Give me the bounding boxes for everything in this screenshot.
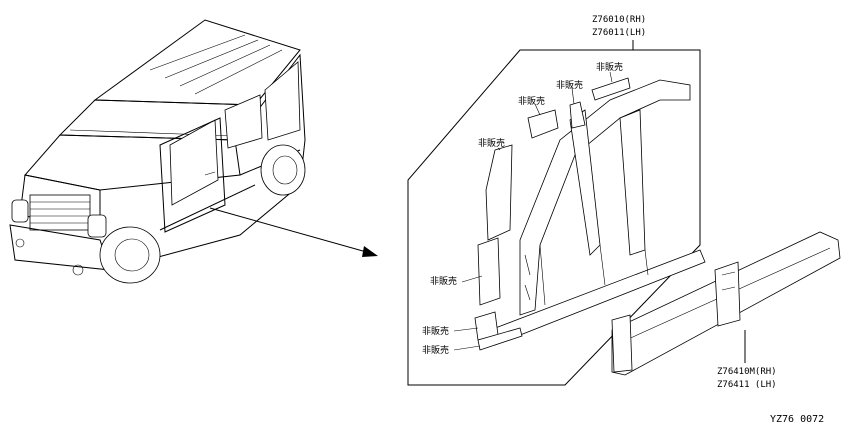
leader-lines xyxy=(453,71,613,351)
not-for-sale-label-4: 非販売 xyxy=(478,137,505,149)
not-for-sale-label-5: 非販売 xyxy=(430,275,457,287)
arrow-icon xyxy=(209,207,378,257)
pillar-part-number-lh: Z76011(LH) xyxy=(592,28,646,38)
not-for-sale-label-6: 非販売 xyxy=(422,325,449,337)
small-part-2 xyxy=(569,101,586,129)
vehicle-illustration xyxy=(9,19,306,284)
not-for-sale-label-1: 非販売 xyxy=(596,61,623,73)
small-part-1 xyxy=(591,77,631,101)
pillar-part-number-rh: Z76010(RH) xyxy=(592,15,646,25)
not-for-sale-label-3: 非販売 xyxy=(518,95,545,107)
not-for-sale-label-2: 非販売 xyxy=(556,79,583,91)
small-part-4 xyxy=(485,144,513,241)
pillar-set-boundary xyxy=(407,49,701,386)
small-part-5 xyxy=(477,237,501,306)
sill-part-number-rh: Z76410M(RH) xyxy=(717,367,777,377)
not-for-sale-label-7: 非販売 xyxy=(422,344,449,356)
small-part-3 xyxy=(527,109,559,139)
figure-code: YZ76 0072 xyxy=(770,414,824,425)
small-part-7 xyxy=(477,327,523,351)
sill-part-number-lh: Z76411 (LH) xyxy=(717,380,777,390)
side-sill-assembly xyxy=(611,231,841,376)
